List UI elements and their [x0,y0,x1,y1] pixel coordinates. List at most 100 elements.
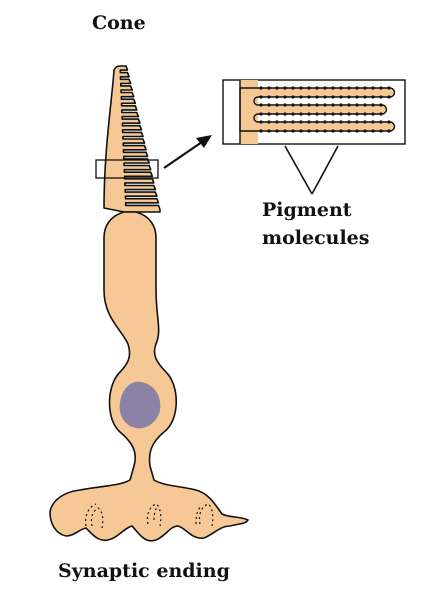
pigment-dot [347,129,351,133]
pigment-dot [371,86,375,90]
pigment-dot [355,95,359,99]
pigment-dot [307,103,311,107]
pigment-dot [339,103,343,107]
pigment-dot [331,95,335,99]
pigment-molecules-label: Pigment molecules [262,196,369,252]
pigment-dot [347,120,351,124]
pigment-dot [283,103,287,107]
pigment-dot [259,112,263,116]
pigment-dot [315,129,319,133]
pigment-dot [307,112,311,116]
pigment-dot [299,103,303,107]
pigment-dot [363,120,367,124]
pigment-label-line2: molecules [262,227,370,249]
pigment-dot [331,86,335,90]
pigment-dot [387,86,391,90]
pigment-dot [347,86,351,90]
cone-title: Cone [92,12,146,34]
pigment-dot [331,120,335,124]
pigment-dot [291,95,295,99]
pigment-dot [267,120,271,124]
pigment-dot [331,103,335,107]
pigment-dot [363,86,367,90]
pigment-dot [299,120,303,124]
pigment-pointer-lines [284,145,339,195]
pigment-dot [339,129,343,133]
pigment-dot [307,129,311,133]
synaptic-ending-title: Synaptic ending [58,560,230,582]
pigment-dot [387,95,391,99]
pigment-dot [299,86,303,90]
pigment-dot [267,86,271,90]
nucleus [119,381,161,429]
pigment-dot [339,86,343,90]
pigment-dot [371,95,375,99]
pigment-dot [267,95,271,99]
pigment-molecule-dots [259,86,391,133]
pigment-dot [339,112,343,116]
pigment-dot [315,120,319,124]
pigment-dot [275,112,279,116]
pigment-dot [363,112,367,116]
pigment-dot [307,86,311,90]
pigment-dot [331,112,335,116]
pigment-dot [275,103,279,107]
pigment-dot [331,129,335,133]
outer-segment-outline [103,65,161,213]
pigment-dot [355,86,359,90]
pigment-dot [283,95,287,99]
zoom-arrow [163,135,212,169]
pigment-dot [379,120,383,124]
pigment-dot [267,103,271,107]
pigment-dot [371,112,375,116]
pigment-dot [347,103,351,107]
pigment-dot [363,95,367,99]
pigment-dot [283,120,287,124]
pigment-dot [323,120,327,124]
pigment-dot [323,86,327,90]
pigment-dot [259,120,263,124]
pigment-dot [387,120,391,124]
pigment-dot [315,103,319,107]
pigment-dot [355,129,359,133]
pigment-dot [267,112,271,116]
pigment-dot [339,120,343,124]
pigment-dot [371,103,375,107]
pigment-dot [259,103,263,107]
pigment-dot [307,120,311,124]
pigment-dot [291,112,295,116]
pigment-dot [275,120,279,124]
pigment-dot [355,112,359,116]
pigment-dot [347,112,351,116]
pigment-dot [299,129,303,133]
pigment-dot [371,129,375,133]
pigment-dot [315,86,319,90]
outer-segment [103,65,161,213]
pigment-dot [291,129,295,133]
pigment-dot [259,86,263,90]
synaptic-vesicles [85,503,214,529]
pigment-dot [291,103,295,107]
pigment-dot [283,86,287,90]
pigment-dot [291,120,295,124]
pigment-dot [379,95,383,99]
cell-body-outline [49,211,249,542]
pigment-dot [267,129,271,133]
pigment-dot [355,120,359,124]
pigment-dot [315,95,319,99]
pigment-dot [379,112,383,116]
pigment-dot [363,103,367,107]
pigment-dot [363,129,367,133]
pigment-dot [323,112,327,116]
pigment-dot [259,129,263,133]
pigment-dot [323,103,327,107]
pigment-dot [315,112,319,116]
inset-membrane-detail [222,79,406,145]
pigment-dot [379,129,383,133]
pigment-dot [387,129,391,133]
pigment-dot [283,112,287,116]
zoom-region-box [95,159,159,179]
pigment-dot [275,129,279,133]
pigment-dot [379,86,383,90]
